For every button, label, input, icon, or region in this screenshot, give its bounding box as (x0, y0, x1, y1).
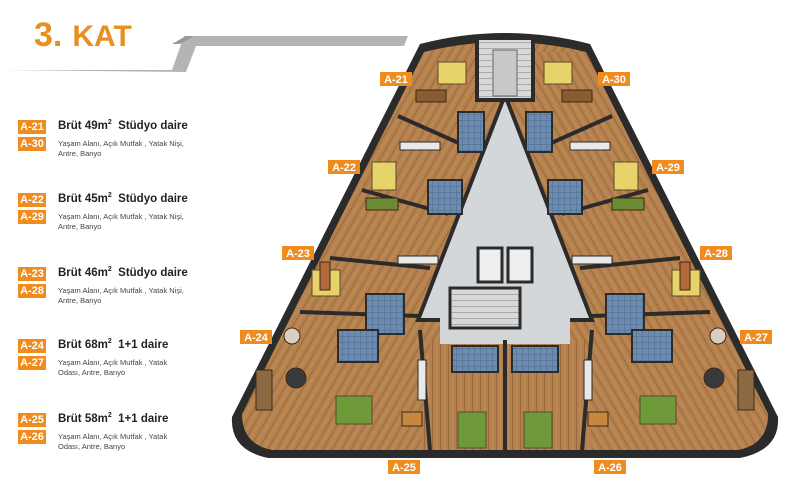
plan-label-a26: A-26 (594, 460, 626, 474)
plan-label-a30: A-30 (598, 72, 630, 86)
unit-title: Brüt 58m2 1+1 daire (58, 412, 169, 425)
svg-text:A-25: A-25 (392, 462, 416, 474)
unit-code-tag: A-21 (18, 120, 46, 134)
svg-text:A-26: A-26 (598, 462, 622, 474)
plan-label-a22: A-22 (328, 160, 360, 174)
unit-code-tag: A-24 (18, 339, 46, 353)
unit-title: Brüt 46m2 Stüdyo daire (58, 266, 188, 279)
unit-description: Yaşam Alanı, Açık Mutfak , Yatak Odası, … (58, 432, 168, 451)
unit-description: Yaşam Alanı, Açık Mutfak , Yatak Nişi, A… (58, 286, 184, 305)
unit-description: Yaşam Alanı, Açık Mutfak , Yatak Odası, … (58, 358, 168, 377)
svg-text:A-22: A-22 (332, 162, 356, 174)
unit-code-tag: A-23 (18, 267, 46, 281)
unit-code-tag: A-30 (18, 137, 46, 151)
svg-text:A-29: A-29 (656, 162, 680, 174)
unit-description: Yaşam Alanı, Açık Mutfak , Yatak Nişi, A… (58, 139, 184, 158)
plan-label-a25: A-25 (388, 460, 420, 474)
plan-label-a27: A-27 (740, 330, 772, 344)
unit-code-tag: A-25 (18, 413, 46, 427)
unit-title: Brüt 45m2 Stüdyo daire (58, 192, 188, 205)
plan-label-a23: A-23 (282, 246, 314, 260)
unit-code-tag: A-28 (18, 284, 46, 298)
svg-text:A-21: A-21 (384, 74, 408, 86)
plan-label-a24: A-24 (240, 330, 272, 344)
svg-text:A-23: A-23 (286, 248, 310, 260)
svg-text:A-28: A-28 (704, 248, 728, 260)
unit-title: Brüt 68m2 1+1 daire (58, 338, 169, 351)
svg-text:A-24: A-24 (244, 332, 269, 344)
plan-label-a28: A-28 (700, 246, 732, 260)
unit-title: Brüt 49m2 Stüdyo daire (58, 119, 188, 132)
svg-text:A-27: A-27 (744, 332, 768, 344)
floor-number: 3. (34, 16, 63, 54)
svg-text:A-30: A-30 (602, 74, 626, 86)
floor-title: 3. KAT (34, 16, 132, 55)
unit-code-tag: A-22 (18, 193, 46, 207)
unit-code-tag: A-27 (18, 356, 46, 370)
plan-label-a21: A-21 (380, 72, 412, 86)
plan-label-a29: A-29 (652, 160, 684, 174)
unit-description: Yaşam Alanı, Açık Mutfak , Yatak Nişi, A… (58, 212, 184, 231)
floor-label: KAT (72, 20, 132, 53)
unit-code-tag: A-29 (18, 210, 46, 224)
unit-code-tag: A-26 (18, 430, 46, 444)
